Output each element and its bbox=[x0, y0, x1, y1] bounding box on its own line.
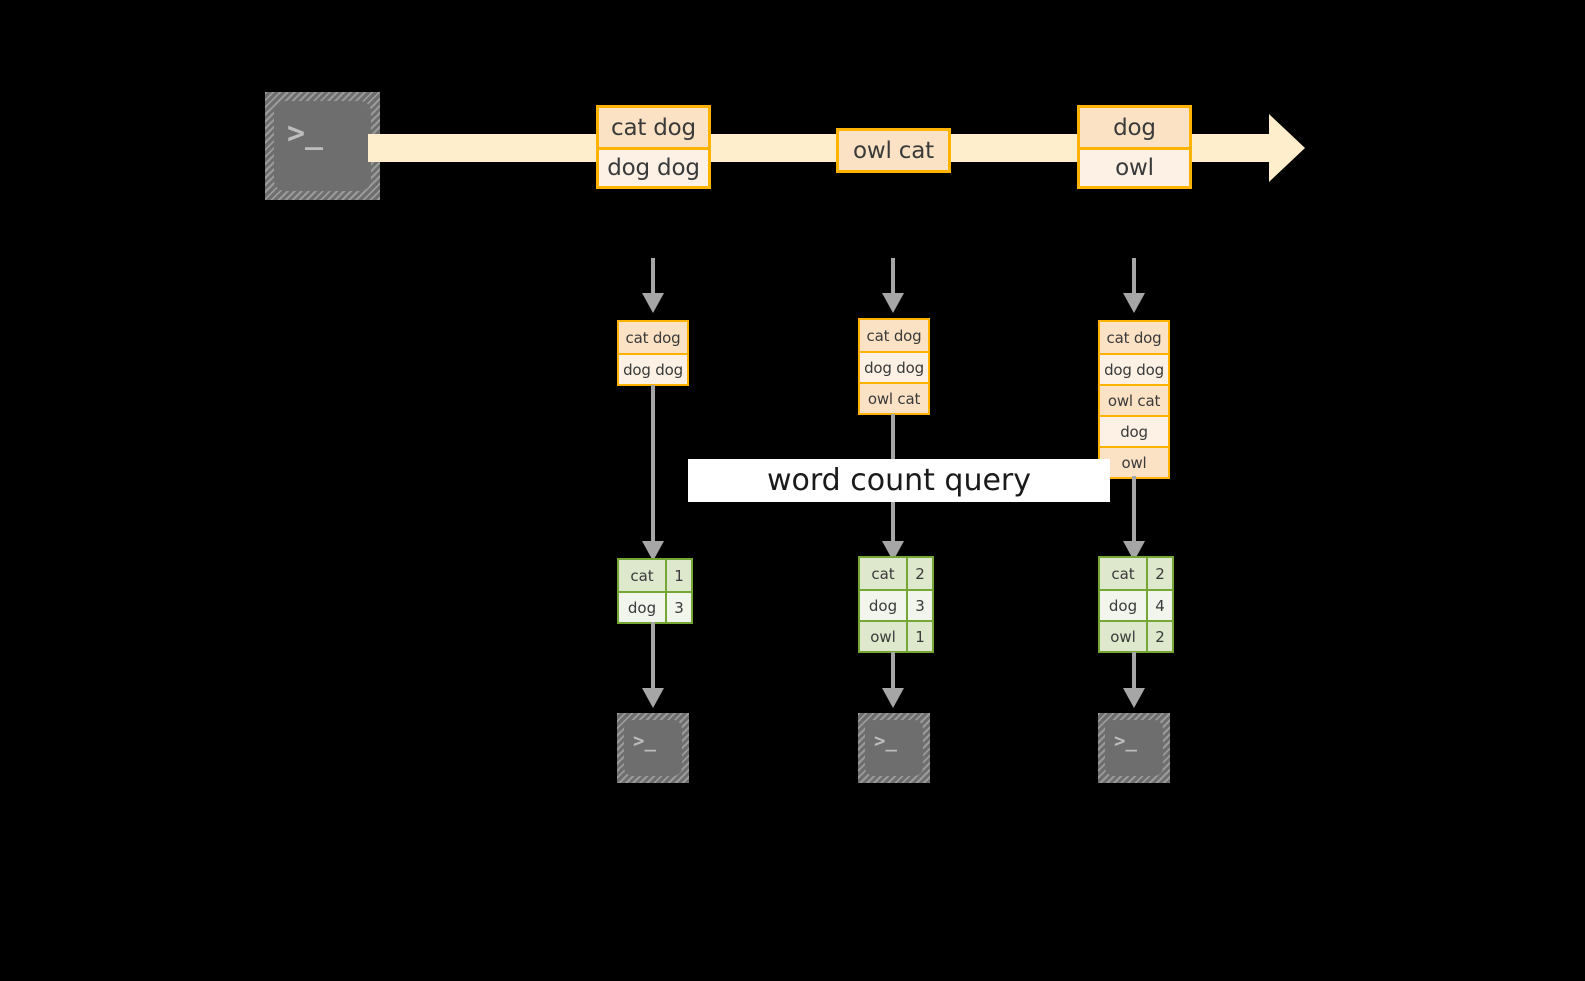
result-row: owl 1 bbox=[860, 620, 932, 651]
stream-message-cell: owl bbox=[1080, 147, 1189, 186]
result-count: 3 bbox=[665, 593, 691, 622]
snapshot-input-row: dog bbox=[1100, 415, 1168, 446]
result-count: 2 bbox=[1146, 558, 1172, 589]
result-word: dog bbox=[860, 591, 906, 620]
result-word: dog bbox=[1100, 591, 1146, 620]
snapshot-input-row: dog dog bbox=[1100, 353, 1168, 384]
result-to-consumer-arrowhead-1 bbox=[642, 688, 664, 708]
snapshot-input-row: owl bbox=[1100, 446, 1168, 477]
terminal-prompt-glyph: >_ bbox=[633, 730, 656, 752]
result-to-consumer-connector-1 bbox=[651, 622, 655, 692]
snapshot-input-row: cat dog bbox=[619, 322, 687, 353]
terminal-screen: >_ bbox=[624, 720, 682, 776]
terminal-prompt-glyph: >_ bbox=[874, 730, 897, 752]
result-count: 2 bbox=[906, 558, 932, 589]
producer-terminal-icon: >_ bbox=[265, 92, 380, 200]
stream-to-snapshot-arrowhead-1 bbox=[642, 293, 664, 313]
event-stream-arrow-head bbox=[1269, 114, 1305, 182]
snapshot-input-row: dog dog bbox=[619, 353, 687, 384]
query-connector-3 bbox=[1132, 476, 1136, 545]
stream-to-snapshot-arrowhead-2 bbox=[882, 293, 904, 313]
snapshot-input-row: cat dog bbox=[860, 320, 928, 351]
result-word: cat bbox=[619, 560, 665, 591]
consumer-terminal-icon-3: >_ bbox=[1098, 713, 1170, 783]
result-count: 2 bbox=[1146, 622, 1172, 651]
result-word: cat bbox=[1100, 558, 1146, 589]
stream-to-snapshot-connector-3 bbox=[1132, 258, 1136, 294]
consumer-terminal-icon-1: >_ bbox=[617, 713, 689, 783]
result-table-2: cat 2 dog 3 owl 1 bbox=[858, 556, 934, 653]
snapshot-input-row: owl cat bbox=[860, 382, 928, 413]
result-row: dog 3 bbox=[619, 591, 691, 622]
snapshot-input-row: dog dog bbox=[860, 351, 928, 382]
result-row: owl 2 bbox=[1100, 620, 1172, 651]
result-row: cat 2 bbox=[1100, 558, 1172, 589]
consumer-terminal-icon-2: >_ bbox=[858, 713, 930, 783]
result-row: dog 3 bbox=[860, 589, 932, 620]
stream-to-snapshot-connector-2 bbox=[891, 258, 895, 294]
result-count: 1 bbox=[906, 622, 932, 651]
result-to-consumer-connector-2 bbox=[891, 652, 895, 692]
stream-message-batch-3: dog owl bbox=[1077, 105, 1192, 189]
result-count: 1 bbox=[665, 560, 691, 591]
result-word: owl bbox=[1100, 622, 1146, 651]
stream-message-batch-2: owl cat bbox=[836, 128, 951, 173]
result-table-1: cat 1 dog 3 bbox=[617, 558, 693, 624]
stream-message-cell: owl cat bbox=[839, 131, 948, 170]
terminal-prompt-glyph: >_ bbox=[1114, 730, 1137, 752]
stream-message-cell: dog bbox=[1080, 108, 1189, 147]
result-to-consumer-arrowhead-2 bbox=[882, 688, 904, 708]
terminal-screen: >_ bbox=[1105, 720, 1163, 776]
snapshot-input-stack-1: cat dog dog dog bbox=[617, 320, 689, 386]
result-word: cat bbox=[860, 558, 906, 589]
result-to-consumer-connector-3 bbox=[1132, 652, 1136, 692]
snapshot-input-row: owl cat bbox=[1100, 384, 1168, 415]
stream-to-snapshot-connector-1 bbox=[651, 258, 655, 294]
terminal-screen: >_ bbox=[274, 101, 371, 191]
query-connector-1 bbox=[651, 385, 655, 545]
stream-message-cell: dog dog bbox=[599, 147, 708, 186]
stream-message-batch-1: cat dog dog dog bbox=[596, 105, 711, 189]
result-word: owl bbox=[860, 622, 906, 651]
result-to-consumer-arrowhead-3 bbox=[1123, 688, 1145, 708]
snapshot-input-stack-2: cat dog dog dog owl cat bbox=[858, 318, 930, 415]
result-count: 3 bbox=[906, 591, 932, 620]
stream-message-cell: cat dog bbox=[599, 108, 708, 147]
snapshot-input-row: cat dog bbox=[1100, 322, 1168, 353]
result-word: dog bbox=[619, 593, 665, 622]
terminal-screen: >_ bbox=[865, 720, 923, 776]
result-count: 4 bbox=[1146, 591, 1172, 620]
result-row: dog 4 bbox=[1100, 589, 1172, 620]
stream-to-snapshot-arrowhead-3 bbox=[1123, 293, 1145, 313]
query-label: word count query bbox=[688, 459, 1110, 502]
snapshot-input-stack-3: cat dog dog dog owl cat dog owl bbox=[1098, 320, 1170, 479]
result-row: cat 1 bbox=[619, 560, 691, 591]
terminal-prompt-glyph: >_ bbox=[287, 116, 324, 151]
result-row: cat 2 bbox=[860, 558, 932, 589]
query-arrowhead-1 bbox=[642, 541, 664, 561]
result-table-3: cat 2 dog 4 owl 2 bbox=[1098, 556, 1174, 653]
